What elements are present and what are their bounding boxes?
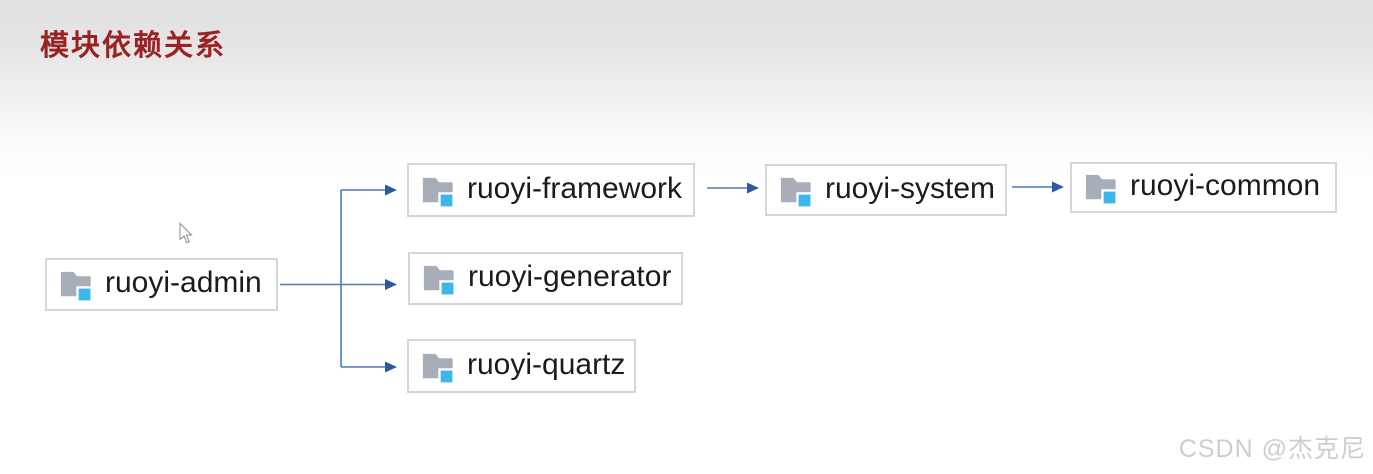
edge-admin-branch-trunk [280, 190, 342, 367]
mouse-cursor-icon [179, 222, 193, 244]
page-title: 模块依赖关系 [40, 30, 227, 62]
folder-icon [420, 259, 459, 298]
folder-icon [419, 347, 458, 386]
edge-admin-to-framework [341, 184, 397, 196]
folder-icon [777, 171, 816, 210]
watermark-text: CSDN @杰克尼 [1178, 435, 1366, 463]
edge-admin-to-generator [341, 279, 397, 290]
module-label: ruoyi-framework [467, 171, 683, 205]
module-label: ruoyi-generator [468, 260, 672, 293]
folder-icon [1082, 168, 1121, 207]
module-node-ruoyi-quartz: ruoyi-quartz [407, 339, 636, 393]
module-node-ruoyi-framework: ruoyi-framework [407, 163, 695, 217]
edge-admin-to-quartz [341, 361, 397, 373]
edge-framework-to-system [707, 182, 759, 194]
module-label: ruoyi-system [825, 171, 996, 205]
folder-icon [57, 265, 96, 304]
module-node-ruoyi-common: ruoyi-common [1070, 162, 1337, 213]
module-node-ruoyi-generator: ruoyi-generator [408, 252, 683, 305]
edge-system-to-common [1012, 181, 1064, 193]
module-label: ruoyi-quartz [467, 347, 626, 381]
module-label: ruoyi-admin [105, 266, 262, 299]
module-node-ruoyi-system: ruoyi-system [765, 164, 1007, 216]
module-label: ruoyi-common [1130, 169, 1321, 202]
folder-icon [419, 171, 458, 210]
module-node-ruoyi-admin: ruoyi-admin [45, 258, 278, 311]
